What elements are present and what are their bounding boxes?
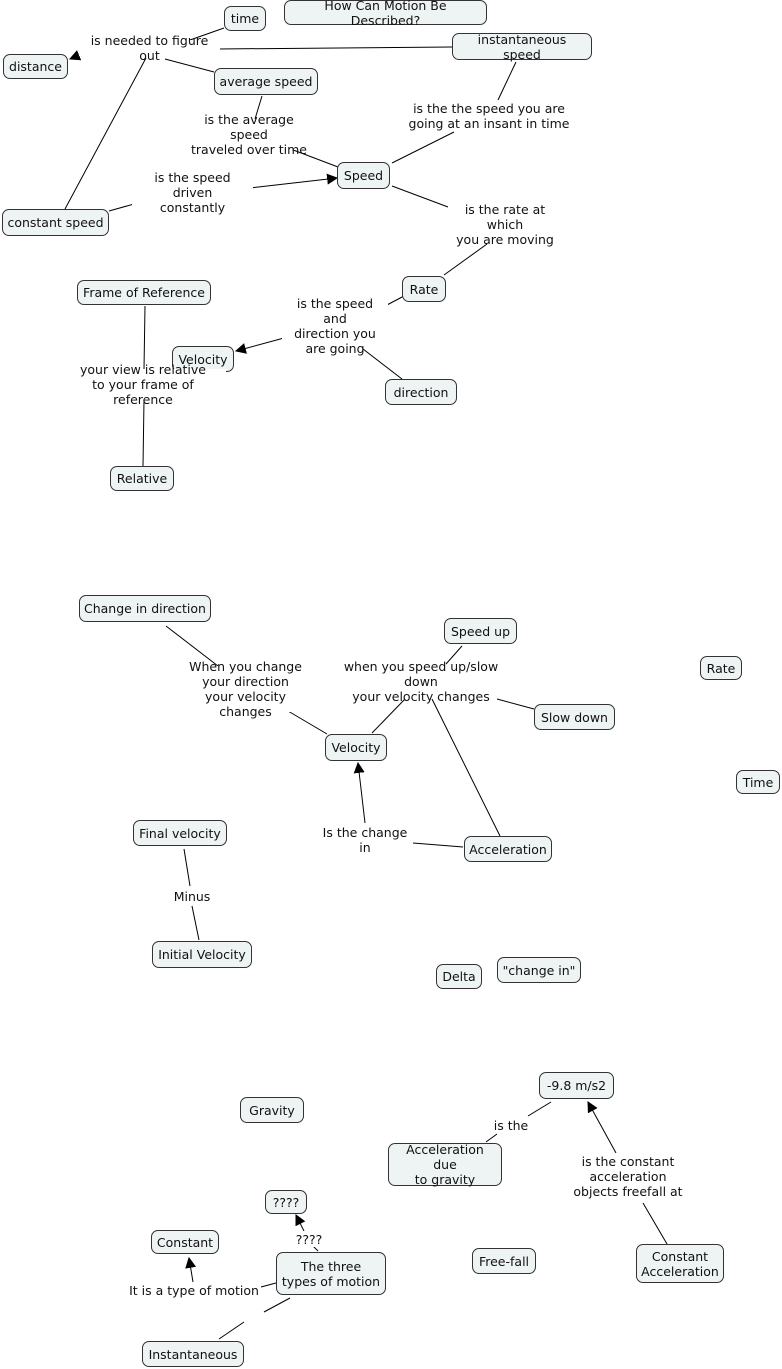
link-average-speed-definition: is the average speed traveled over time <box>183 112 315 157</box>
concept-instantaneous[interactable]: Instantaneous <box>142 1341 244 1367</box>
concept-direction[interactable]: direction <box>385 379 457 405</box>
line-def-slowdown <box>496 698 535 710</box>
line-needed-constspeed <box>64 57 147 210</box>
concept-average-speed[interactable]: average speed <box>214 68 318 95</box>
concept-velocity-2[interactable]: Velocity <box>325 734 387 761</box>
line-speedup-def <box>445 645 463 665</box>
line-constaccel-def <box>642 1202 668 1245</box>
line-three-typeof <box>260 1282 277 1288</box>
link-minus: Minus <box>170 888 214 904</box>
line-time-needed <box>189 27 225 41</box>
line-question-marks <box>295 1214 306 1232</box>
concept-delta[interactable]: Delta <box>436 964 482 989</box>
line-speed-rate-def <box>391 185 449 208</box>
line-needed-instspeed <box>217 46 453 50</box>
concept-constant-speed[interactable]: constant speed <box>2 209 109 236</box>
line-three-instantaneous-b <box>218 1321 245 1340</box>
link-speed-up-slow-down: when you speed up/slow down your velocit… <box>325 659 517 704</box>
line-instdef-speed <box>391 131 455 164</box>
line-accel-changein <box>412 842 464 848</box>
link-type-of-motion: It is a type of motion <box>127 1282 261 1298</box>
line-def-value <box>587 1101 617 1154</box>
line-changedir-def <box>165 625 219 667</box>
link-is-the-change-in: Is the change in <box>319 824 411 855</box>
line-driven-speed <box>249 173 339 189</box>
line-minus-initialv <box>191 905 200 941</box>
concept-constant[interactable]: Constant <box>151 1230 219 1254</box>
link-is-the: is the <box>491 1117 531 1133</box>
concept-constant-acceleration[interactable]: Constant Acceleration <box>636 1244 724 1283</box>
line-def-velocity <box>371 698 406 734</box>
line-accelgravity-isthe <box>485 1133 498 1143</box>
concept-frame-of-reference[interactable]: Frame of Reference <box>77 280 211 305</box>
line-isthe-value <box>527 1101 552 1117</box>
concept-time-2[interactable]: Time <box>736 770 780 794</box>
link-speed-and-direction: is the speed and direction you are going <box>282 296 388 356</box>
link-instantaneous-speed-definition: is the the speed you are going at an ins… <box>406 100 572 131</box>
concept-relative[interactable]: Relative <box>110 466 174 491</box>
line-constspeed-driven <box>108 203 135 212</box>
link-rate-you-are-moving: is the rate at which you are moving <box>443 202 567 247</box>
line-def-acceleration <box>431 698 501 837</box>
concept-change-in-direction[interactable]: Change in direction <box>79 595 211 622</box>
concept-free-fall[interactable]: Free-fall <box>472 1248 536 1274</box>
concept-rate-2[interactable]: Rate <box>700 656 742 680</box>
line-speeddir-velocity <box>234 337 285 354</box>
line-avgspeed-def <box>254 95 263 120</box>
concept-distance[interactable]: distance <box>3 54 68 79</box>
line-needed-avgspeed <box>164 58 215 73</box>
line-instspeed-def <box>497 61 517 101</box>
concept-slow-down[interactable]: Slow down <box>534 704 615 730</box>
link-change-direction: When you change your direction your velo… <box>176 659 315 719</box>
line-frame-view <box>143 305 146 370</box>
line-view-relative <box>142 399 145 467</box>
concept-time[interactable]: time <box>224 6 266 31</box>
concept-gravity[interactable]: Gravity <box>240 1097 304 1123</box>
concept-initial-velocity[interactable]: Initial Velocity <box>152 941 252 968</box>
line-ratedef-rate <box>443 243 488 276</box>
link-constant-acceleration-freefall: is the constant acceleration objects fre… <box>570 1153 686 1199</box>
line-speeddir-direction <box>362 348 403 380</box>
map-title: How Can Motion Be Described? <box>284 0 487 28</box>
concept-instantaneous-speed[interactable]: instantaneous speed <box>452 32 592 62</box>
line-changedir-velocity <box>287 710 328 735</box>
link-needed-to-figure-out: is needed to figure out <box>79 33 220 63</box>
link-view-relative: your view is relative to your frame of r… <box>60 362 226 407</box>
concept-velocity[interactable]: Velocity <box>172 346 234 372</box>
link-question-marks: ???? <box>293 1231 325 1247</box>
line-typeof-constant <box>185 1256 197 1283</box>
concept-gravity-value[interactable]: -9.8 m/s2 <box>539 1072 614 1099</box>
concept-speed[interactable]: Speed <box>337 162 390 189</box>
concept-change-in[interactable]: "change in" <box>497 957 581 983</box>
line-changein-velocity <box>353 761 366 824</box>
concept-speed-up[interactable]: Speed up <box>444 618 517 644</box>
concept-rate[interactable]: Rate <box>402 276 446 302</box>
concept-acceleration[interactable]: Acceleration <box>464 836 552 862</box>
concept-question-marks[interactable]: ???? <box>265 1190 307 1214</box>
concept-acceleration-due-to-gravity[interactable]: Acceleration due to gravity <box>388 1142 502 1187</box>
line-avgdef-speed <box>287 147 339 168</box>
link-speed-driven-constantly: is the speed driven constantly <box>132 170 253 215</box>
line-rate-speeddir <box>384 295 405 307</box>
line-finalv-minus <box>183 848 191 887</box>
concept-three-types-of-motion[interactable]: The three types of motion <box>276 1252 386 1295</box>
line-three-instantaneous <box>263 1297 291 1313</box>
concept-final-velocity[interactable]: Final velocity <box>133 820 227 846</box>
